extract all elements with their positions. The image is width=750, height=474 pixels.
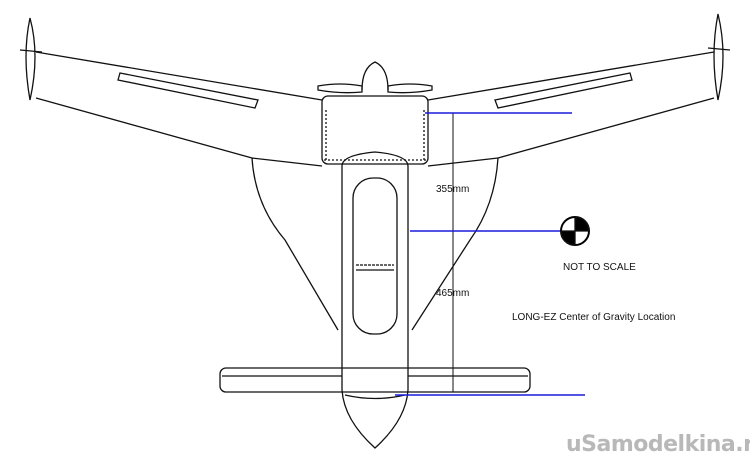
canopy	[352, 177, 398, 335]
fuselage	[341, 151, 409, 449]
not-to-scale-note: NOT TO SCALE	[563, 262, 636, 273]
propeller-blade	[317, 83, 433, 94]
watermark: uSamodelkina.ru	[566, 432, 750, 457]
right-winglet	[707, 13, 731, 101]
diagram-title: LONG-EZ Center of Gravity Location	[512, 312, 676, 323]
dimension-lower-label: 465mm	[436, 288, 470, 299]
left-wing	[35, 51, 323, 159]
left-strake	[251, 157, 339, 331]
engine-cowling	[321, 95, 429, 165]
canard	[219, 367, 531, 393]
left-aileron	[117, 72, 259, 109]
right-strake	[411, 157, 499, 331]
propeller-spinner	[361, 61, 389, 91]
dimension-upper-label: 355mm	[436, 184, 470, 195]
left-winglet	[19, 17, 43, 101]
right-aileron	[494, 72, 633, 109]
center-of-gravity-icon	[560, 216, 590, 246]
right-wing	[427, 51, 715, 159]
